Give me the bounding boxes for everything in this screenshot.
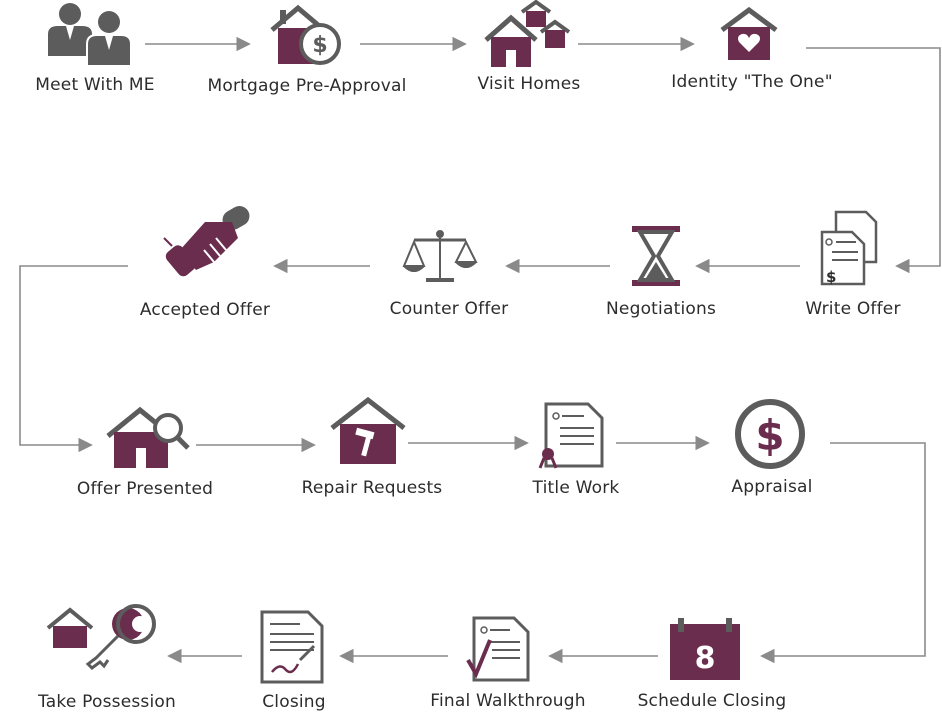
- scales-icon: [402, 230, 478, 282]
- step-label-identity-the-one: Identity "The One": [671, 72, 833, 92]
- step-label-mortgage-pre-approval: Mortgage Pre-Approval: [207, 76, 407, 96]
- house-heart-icon: [720, 6, 778, 60]
- arrow-12-13: [760, 442, 926, 664]
- step-label-take-possession: Take Possession: [38, 692, 176, 712]
- step-label-repair-requests: Repair Requests: [301, 478, 443, 498]
- step-label-meet-with-me: Meet With ME: [35, 75, 155, 95]
- people-icon: [48, 3, 132, 67]
- calendar-icon: 8: [670, 618, 740, 680]
- step-label-negotiations: Negotiations: [606, 299, 716, 319]
- house-dollar-icon: $: [270, 4, 341, 65]
- step-label-offer-presented: Offer Presented: [76, 479, 214, 499]
- step-label-title-work: Title Work: [532, 478, 620, 498]
- step-label-write-offer: Write Offer: [805, 299, 901, 319]
- dollar-coin-icon: $: [735, 399, 805, 469]
- svg-text:$: $: [312, 33, 327, 58]
- connector-arrows: [19, 36, 941, 664]
- step-label-counter-offer: Counter Offer: [389, 299, 509, 319]
- step-label-visit-homes: Visit Homes: [477, 74, 581, 94]
- arrow-8-9: [19, 265, 128, 453]
- step-label-accepted-offer: Accepted Offer: [139, 300, 271, 320]
- svg-text:$: $: [755, 411, 784, 460]
- documents-dollar-icon: $: [820, 210, 878, 286]
- step-label-closing: Closing: [262, 692, 326, 712]
- checklist-icon: [466, 616, 530, 682]
- arrow-4-5: [806, 47, 941, 274]
- house-keys-icon: [46, 604, 156, 670]
- step-label-schedule-closing: Schedule Closing: [637, 691, 787, 711]
- step-label-appraisal: Appraisal: [731, 477, 813, 497]
- handshake-icon: [163, 206, 250, 277]
- svg-text:8: 8: [695, 641, 716, 676]
- house-hammer-icon: [330, 396, 406, 464]
- house-search-icon: [106, 406, 190, 468]
- step-label-final-walkthrough: Final Walkthrough: [430, 691, 586, 711]
- svg-text:$: $: [826, 268, 836, 286]
- houses-icon: [484, 0, 571, 67]
- signed-document-icon: [260, 610, 324, 684]
- hourglass-icon: [632, 226, 680, 286]
- certificate-icon: [538, 402, 604, 469]
